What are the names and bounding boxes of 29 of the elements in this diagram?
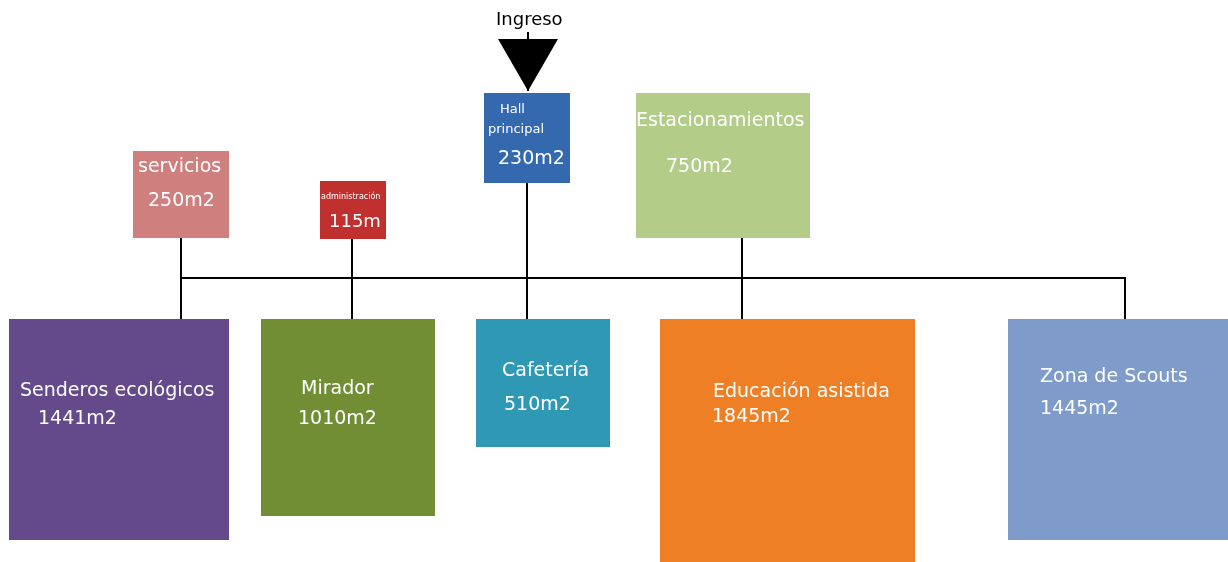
area-size: 1441m2 xyxy=(38,407,117,428)
area-box xyxy=(261,319,435,516)
area-size: 230m2 xyxy=(498,147,565,168)
entrance-arrow xyxy=(498,31,558,92)
area-size: 115m xyxy=(329,211,381,231)
area-name: Educación asistida xyxy=(713,380,890,401)
area-name: Mirador xyxy=(301,377,374,398)
area-size: 1845m2 xyxy=(712,405,791,426)
area-name: servicios xyxy=(138,155,222,176)
area-size: 250m2 xyxy=(148,189,215,210)
area-box xyxy=(320,181,386,239)
area-name: Hall principal xyxy=(488,100,546,138)
area-size: 750m2 xyxy=(666,155,733,176)
area-box xyxy=(636,93,810,238)
area-box xyxy=(660,319,915,562)
area-name: Zona de Scouts xyxy=(1040,365,1188,386)
area-size: 510m2 xyxy=(504,393,571,414)
area-box xyxy=(9,319,229,540)
area-box xyxy=(1008,319,1228,540)
area-size: 1445m2 xyxy=(1040,397,1119,418)
entrance-label: Ingreso xyxy=(490,6,566,30)
area-name: Estacionamientos xyxy=(636,109,805,130)
area-name: Cafetería xyxy=(502,359,590,380)
area-box xyxy=(484,93,570,183)
area-name: Senderos ecológicos xyxy=(20,379,215,400)
area-name: administración xyxy=(321,193,381,202)
area-box xyxy=(133,151,229,238)
area-size: 1010m2 xyxy=(298,407,377,428)
area-box xyxy=(476,319,610,447)
